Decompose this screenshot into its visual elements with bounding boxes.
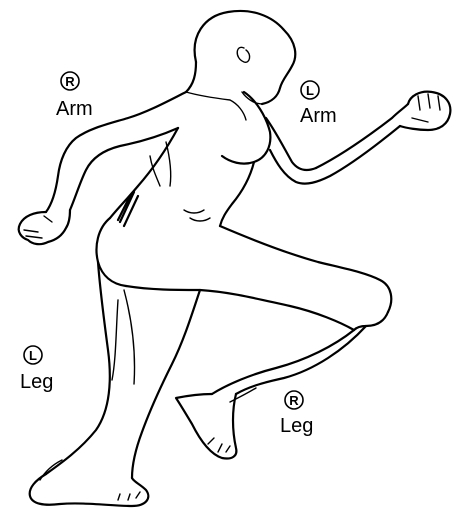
left-foot-toes: [118, 492, 140, 500]
navel: [184, 210, 210, 221]
left-arm-letter: L: [306, 83, 314, 98]
right-foot-toes: [208, 438, 230, 452]
label-left-arm: L Arm: [300, 81, 337, 127]
left-fist: [400, 92, 450, 130]
right-arm-word: Arm: [56, 98, 93, 120]
right-leg-word: Leg: [280, 415, 313, 437]
right-thigh-bottom: [126, 286, 354, 330]
ear: [237, 47, 249, 62]
left-fist-knuckles: [412, 94, 440, 122]
back-of-neck: [186, 62, 196, 92]
left-leg-front: [132, 290, 200, 478]
label-right-leg: R Leg: [280, 391, 313, 437]
buttocks: [97, 218, 127, 286]
right-hand: [19, 210, 70, 244]
right-hand-fingers: [24, 216, 52, 238]
head-outline: [195, 11, 296, 104]
torso-back: [110, 128, 178, 218]
left-leg-letter: L: [29, 348, 37, 363]
torso-side: [150, 142, 171, 186]
shoulder-line: [186, 92, 246, 120]
right-shin-back: [212, 330, 354, 394]
right-knee: [354, 312, 388, 330]
left-arm-word: Arm: [300, 105, 337, 127]
label-right-arm: R Arm: [56, 72, 93, 120]
right-thigh-top: [220, 226, 391, 312]
belly: [220, 162, 254, 226]
left-foot: [30, 474, 149, 506]
human-figure: [19, 11, 451, 506]
right-arm-lower-edge: [70, 128, 178, 210]
left-leg-word: Leg: [20, 371, 53, 393]
label-left-leg: L Leg: [20, 346, 53, 393]
left-leg-back: [46, 262, 110, 474]
right-leg-letter: R: [289, 393, 299, 408]
left-arm-lower: [270, 126, 400, 184]
left-leg-muscle: [112, 290, 135, 384]
right-arm-letter: R: [65, 74, 75, 89]
